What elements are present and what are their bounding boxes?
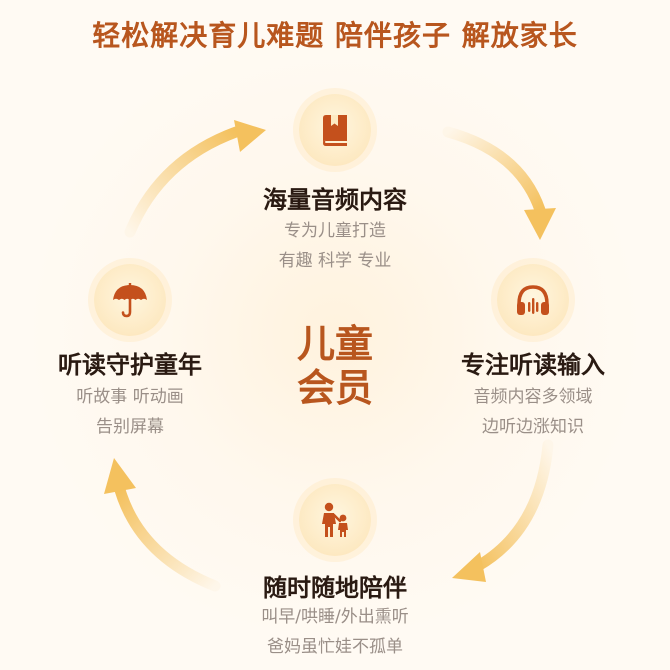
bottom-node-icon-circle bbox=[299, 484, 371, 556]
center-label: 儿童 会员 bbox=[289, 322, 381, 410]
right-node-title: 专注听读输入 bbox=[461, 351, 605, 379]
right-node-line2: 边听边涨知识 bbox=[482, 417, 584, 437]
parent-child-icon bbox=[322, 502, 348, 537]
right-node-icon-circle bbox=[497, 264, 569, 336]
top-node-title: 海量音频内容 bbox=[263, 186, 407, 214]
bottom-node-title: 随时随地陪伴 bbox=[263, 574, 407, 602]
center-label-line2: 会员 bbox=[296, 366, 373, 410]
left-node-title: 听读守护童年 bbox=[58, 351, 202, 379]
top-node-icon-circle bbox=[299, 94, 371, 166]
left-node-line2: 告别屏幕 bbox=[96, 417, 164, 437]
book-icon bbox=[323, 115, 347, 146]
headline: 轻松解决育儿难题 陪伴孩子 解放家长 bbox=[92, 19, 578, 52]
arrow-left-to-top bbox=[124, 120, 266, 238]
top-node-line2: 有趣 科学 专业 bbox=[278, 251, 392, 271]
center-label-line1: 儿童 bbox=[296, 322, 373, 366]
bottom-node-line1: 叫早/哄睡/外出熏听 bbox=[261, 607, 409, 627]
left-node-line1: 听故事 听动画 bbox=[76, 387, 184, 407]
arrow-right-to-bottom bbox=[452, 439, 554, 582]
arrow-top-to-right bbox=[442, 126, 556, 240]
bottom-node-line2: 爸妈虽忙娃不孤单 bbox=[267, 637, 403, 657]
arrow-bottom-to-left bbox=[104, 458, 221, 592]
left-node-icon-circle bbox=[94, 264, 166, 336]
top-node-line1: 专为儿童打造 bbox=[284, 221, 386, 241]
umbrella-icon bbox=[113, 283, 147, 318]
headphones-icon bbox=[517, 285, 549, 315]
right-node-line1: 音频内容多领域 bbox=[473, 387, 593, 407]
